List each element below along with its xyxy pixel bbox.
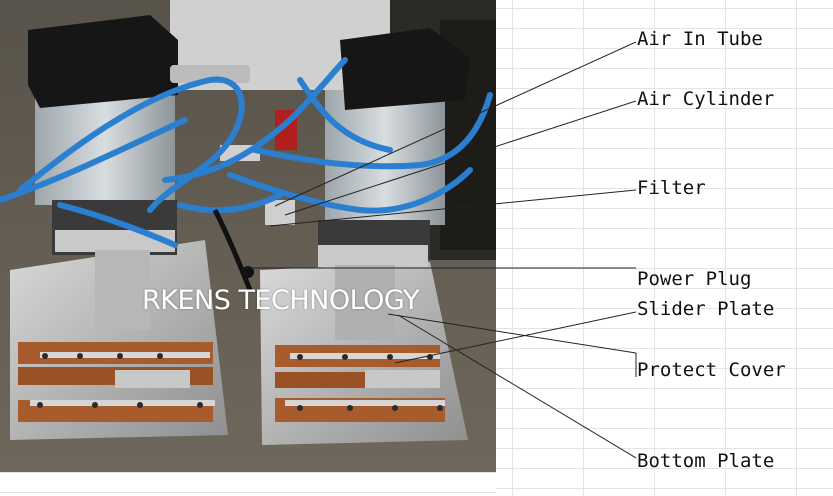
- spreadsheet-grid: [496, 0, 833, 496]
- label-power-plug: Power Plug: [637, 268, 752, 290]
- machine-photo: RKENS TECHNOLOGY: [0, 0, 496, 472]
- label-bottom-plate: Bottom Plate: [637, 450, 775, 472]
- spreadsheet-grid-bottom: [0, 472, 496, 496]
- label-air-in-tube: Air In Tube: [637, 28, 763, 50]
- left-bottom-plate: [10, 240, 228, 440]
- machine-illustration: [0, 0, 496, 472]
- label-air-cylinder: Air Cylinder: [637, 88, 775, 110]
- label-filter: Filter: [637, 177, 706, 199]
- left-air-cylinder: [35, 95, 175, 205]
- watermark-text: RKENS TECHNOLOGY: [142, 285, 420, 316]
- left-slider-plate: [18, 342, 215, 422]
- label-protect-cover: Protect Cover: [637, 359, 786, 381]
- label-slider-plate: Slider Plate: [637, 298, 775, 320]
- power-plug: [242, 266, 254, 278]
